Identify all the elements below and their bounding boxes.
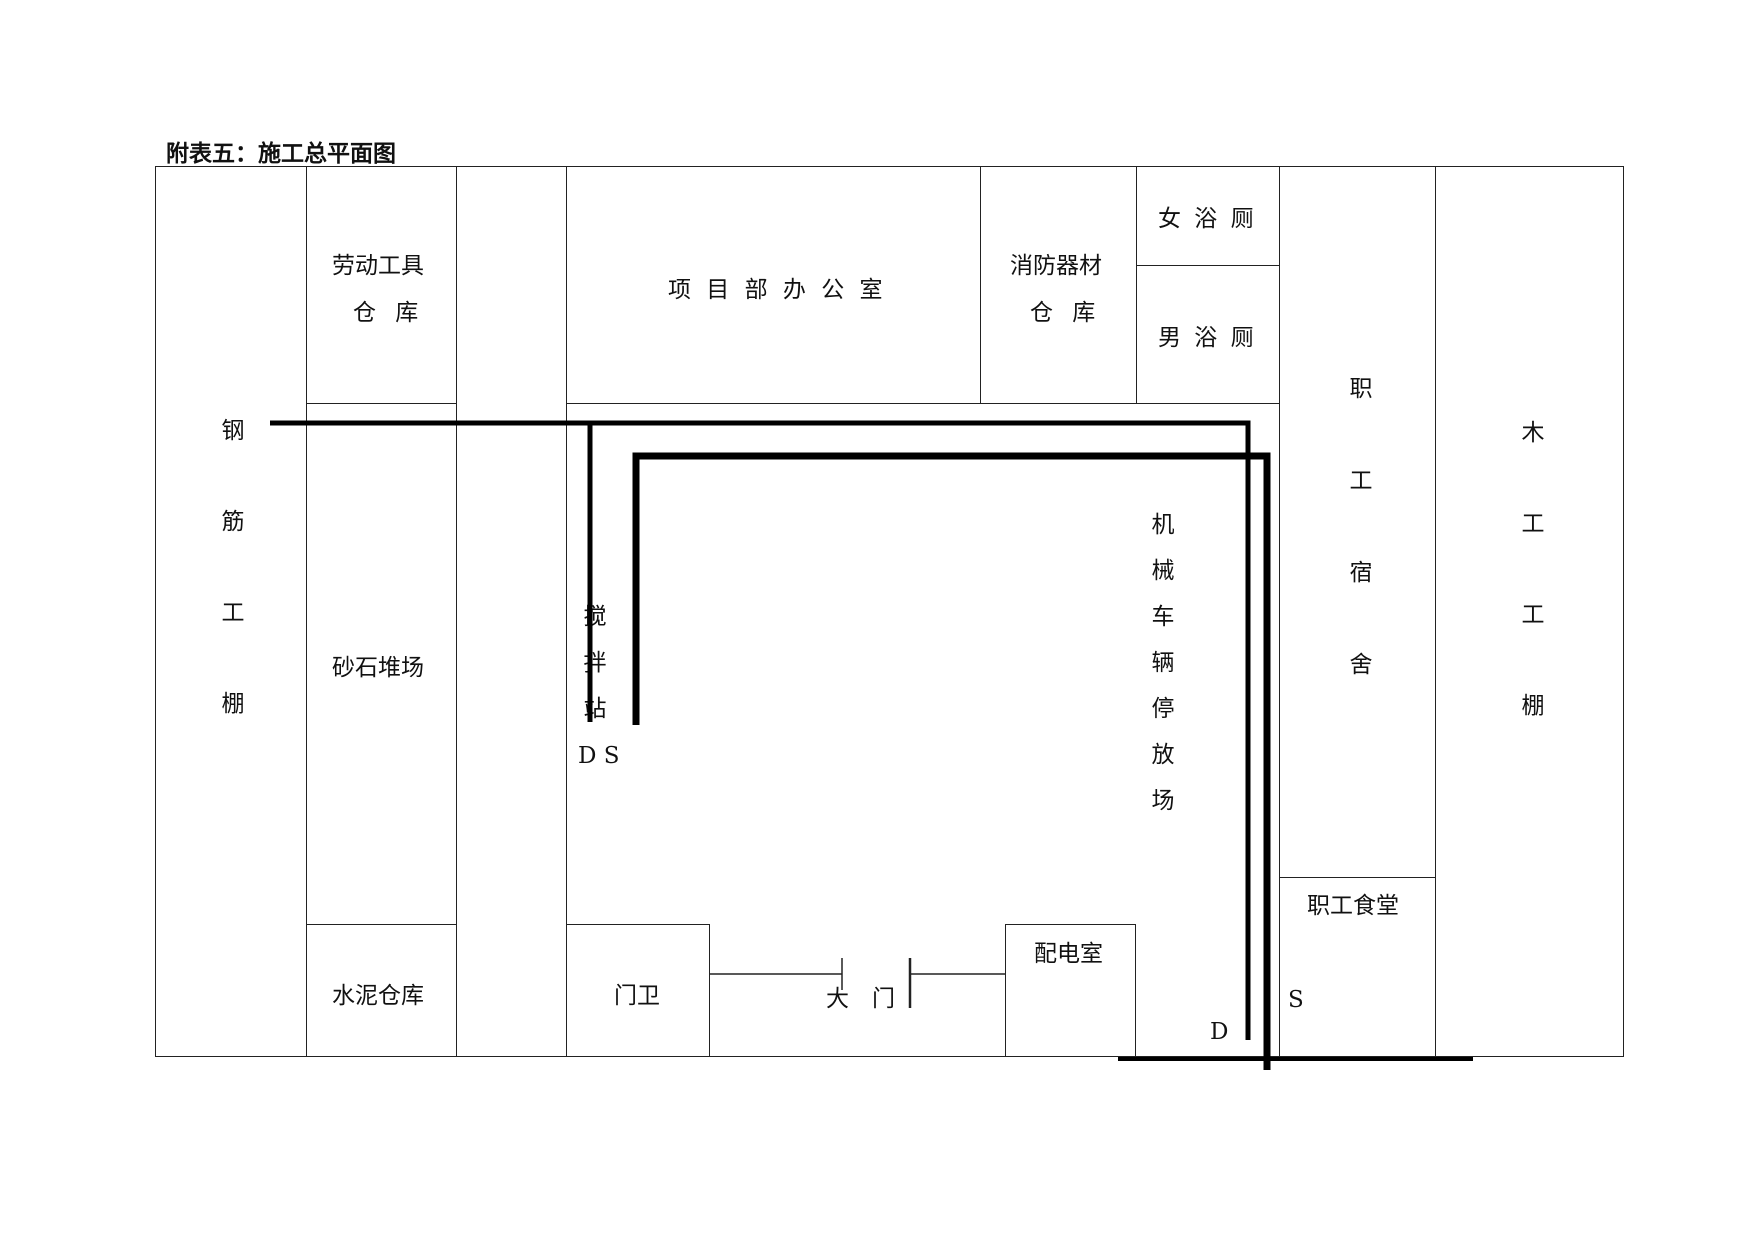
rebar-shed-label: 钢筋工棚	[217, 418, 243, 782]
power-room-label: 配电室	[1034, 941, 1103, 967]
sand-stone-yard-label: 砂石堆场	[332, 655, 424, 681]
fire-equipment-label-line1: 消防器材	[1010, 253, 1102, 279]
d-marker-label: D	[1210, 1019, 1229, 1045]
fire-equipment-label-line2: 仓 库	[1030, 300, 1102, 326]
guard-room-label: 门卫	[614, 983, 660, 1009]
pipeline-upper	[270, 420, 1251, 1040]
road-column	[456, 166, 567, 1057]
carpentry-shed-label: 木工工棚	[1517, 420, 1543, 784]
ds-marker-label: D S	[578, 743, 620, 769]
tool-warehouse-label-line2: 仓 库	[353, 300, 425, 326]
guard-room-area	[566, 924, 710, 1057]
main-gate-label: 大 门	[826, 986, 895, 1012]
staff-dormitory-label: 职工宿舍	[1345, 376, 1371, 744]
male-bath-toilet-label: 男 浴 厕	[1158, 325, 1257, 351]
female-bath-toilet-label: 女 浴 厕	[1158, 206, 1257, 232]
page-title: 附表五：施工总平面图	[166, 140, 396, 167]
s-marker-label: S	[1288, 987, 1304, 1013]
project-office-label: 项 目 部 办 公 室	[668, 277, 887, 303]
pipeline-lower	[632, 452, 1271, 1070]
carpentry-shed-area	[1435, 166, 1624, 1057]
power-room-area	[1005, 924, 1136, 1057]
vehicle-parking-label: 机械车辆停放场	[1147, 512, 1173, 834]
staff-canteen-label: 职工食堂	[1307, 893, 1399, 919]
tool-warehouse-label-line1: 劳动工具	[332, 253, 424, 279]
cement-warehouse-label: 水泥仓库	[332, 983, 424, 1009]
